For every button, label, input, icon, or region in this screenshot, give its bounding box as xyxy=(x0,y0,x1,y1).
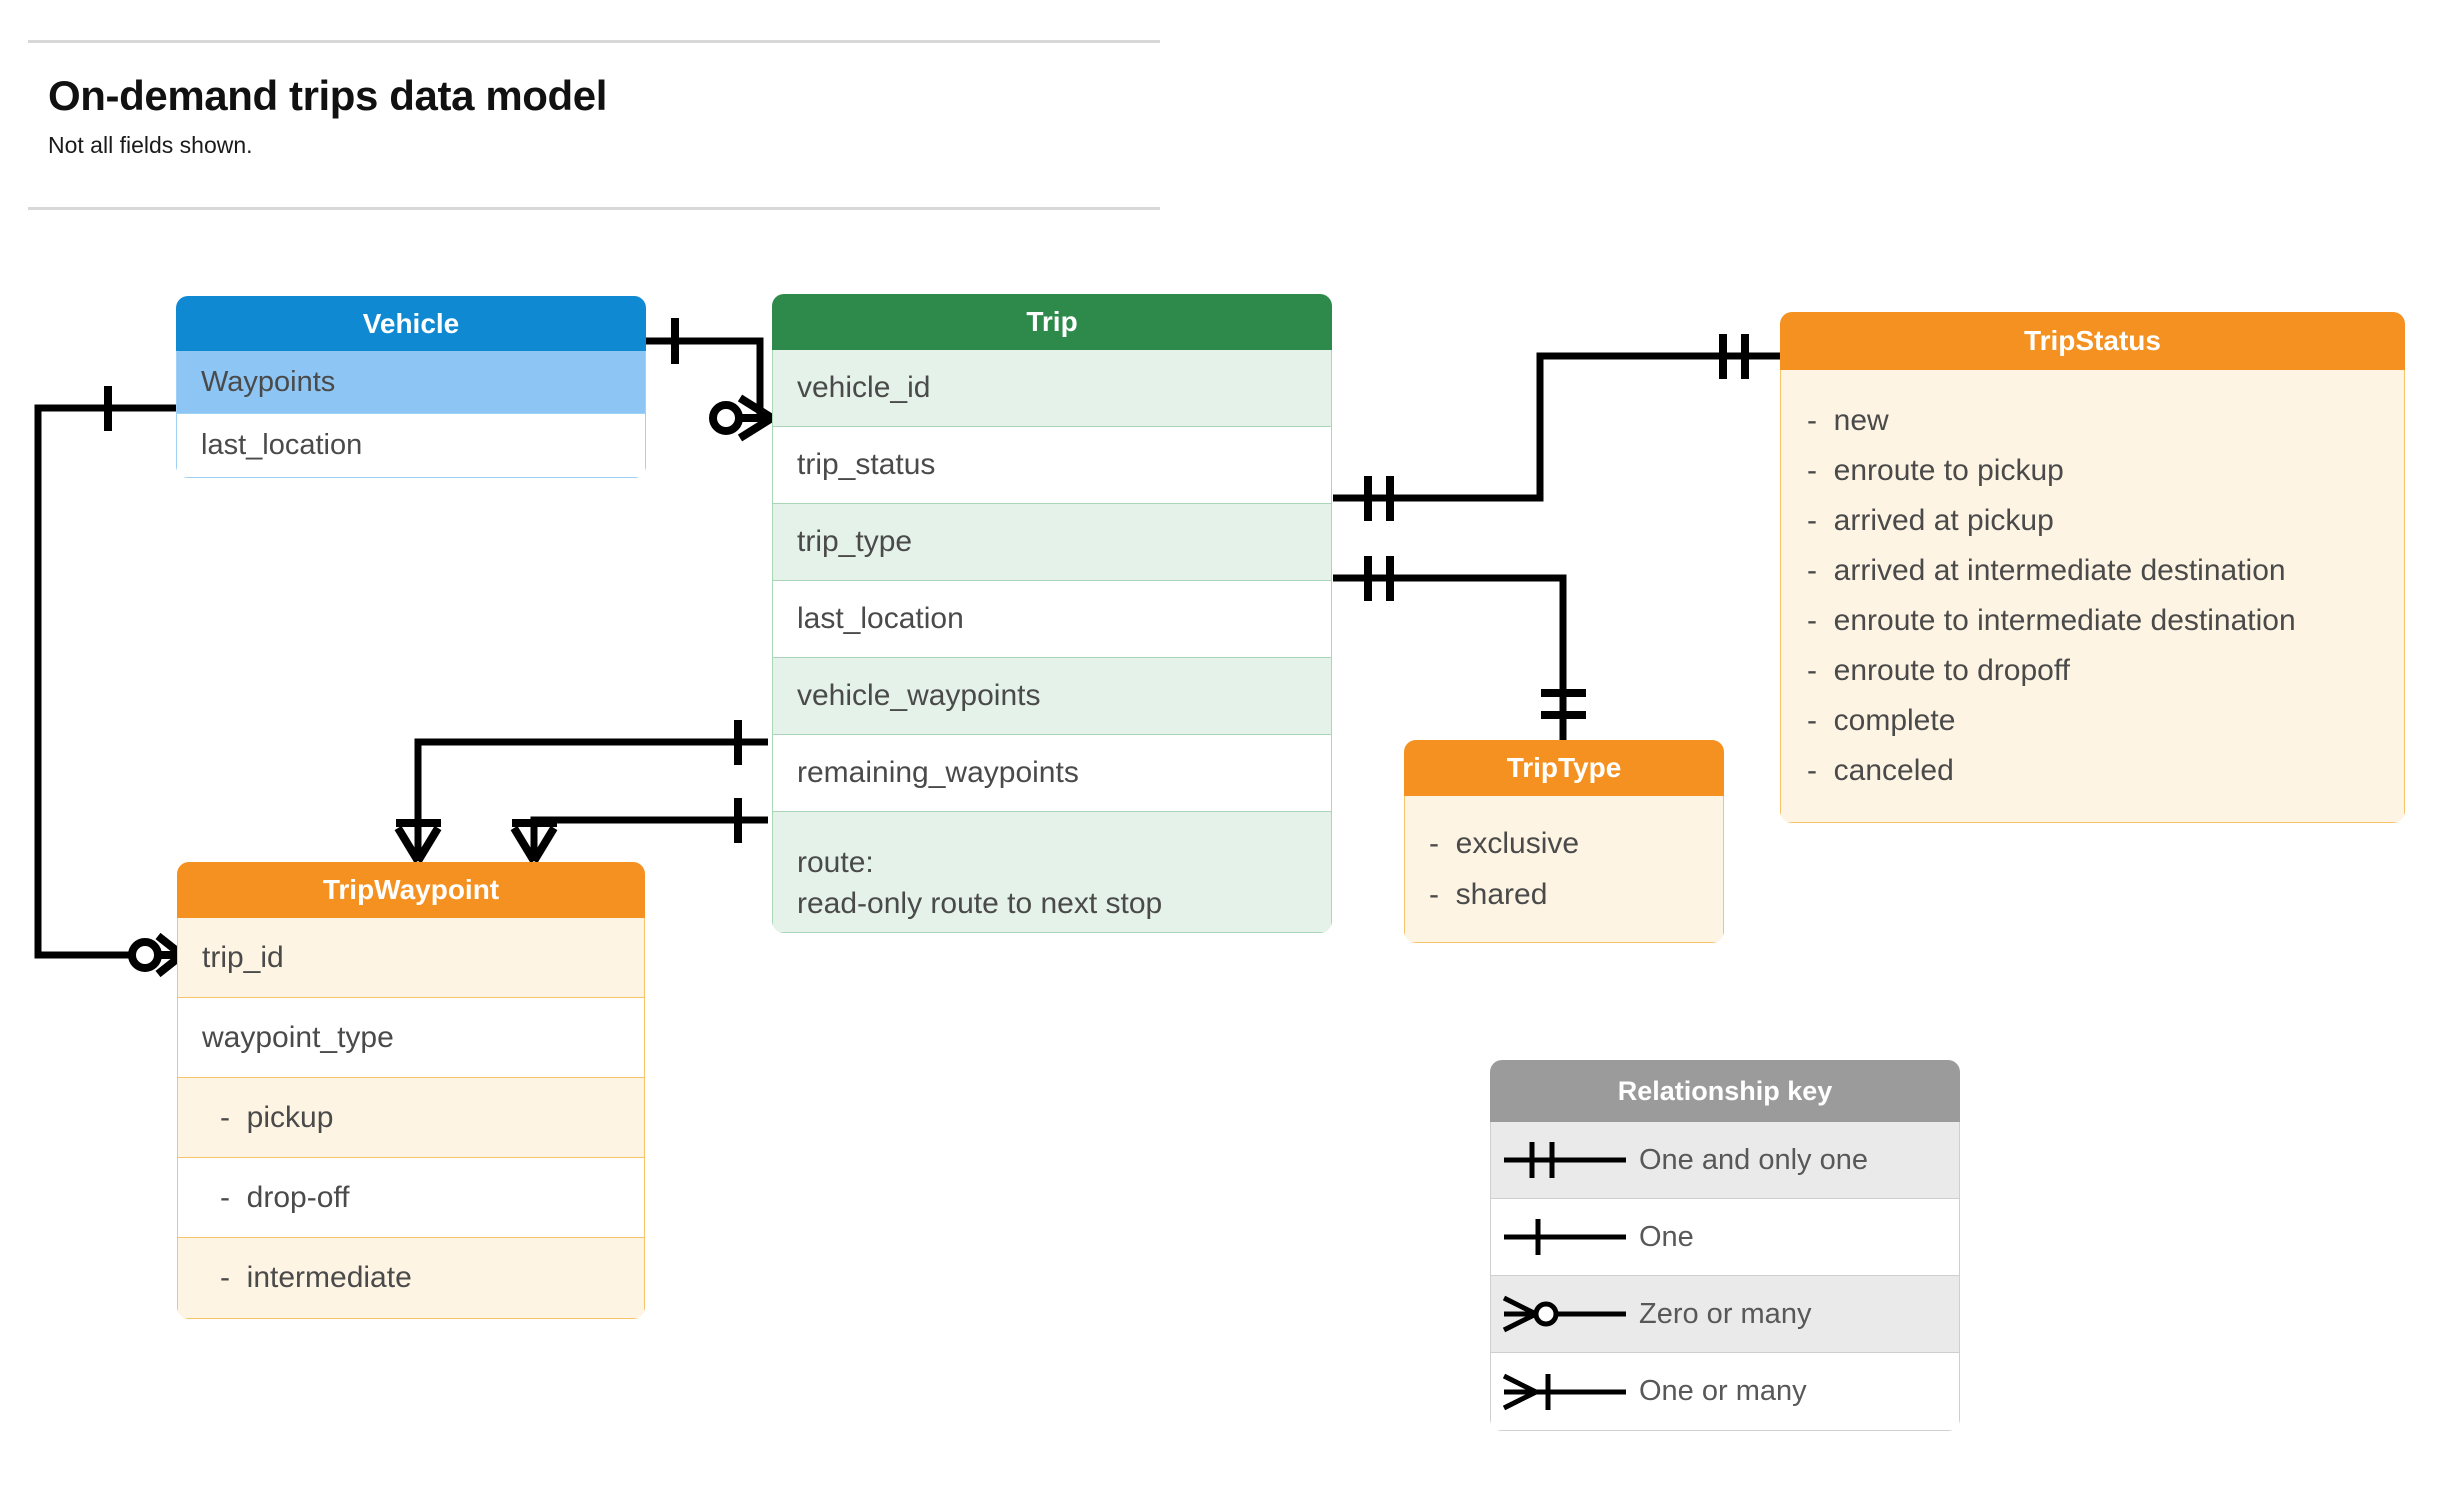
entity-trip-waypoint[interactable]: TripWaypoint trip_id waypoint_type - pic… xyxy=(177,862,645,1319)
field-row[interactable]: trip_type xyxy=(773,504,1331,581)
enum-value: - enroute to intermediate destination xyxy=(1807,604,2296,637)
header-rule-bottom xyxy=(28,207,1160,210)
entity-trip-title: Trip xyxy=(772,294,1332,350)
entity-trip-type-title: TripType xyxy=(1404,740,1724,796)
field-row[interactable]: - pickup xyxy=(178,1078,644,1158)
legend-label: One xyxy=(1639,1220,1694,1253)
field-row[interactable]: trip_id xyxy=(178,918,644,998)
zero-or-many-icon xyxy=(1491,1290,1639,1338)
entity-trip-type-values: - exclusive - shared xyxy=(1404,796,1724,943)
legend-item: One and only one xyxy=(1491,1122,1959,1199)
legend-label: One or many xyxy=(1639,1375,1807,1407)
field-row[interactable]: Waypoints xyxy=(177,351,645,414)
field-row[interactable]: last_location xyxy=(773,581,1331,658)
field-row[interactable]: trip_status xyxy=(773,427,1331,504)
entity-trip-waypoint-fields: trip_id waypoint_type - pickup - drop-of… xyxy=(177,918,645,1319)
field-row[interactable]: last_location xyxy=(177,414,645,477)
entity-trip-type[interactable]: TripType - exclusive - shared xyxy=(1404,740,1724,943)
field-row[interactable]: - drop-off xyxy=(178,1158,644,1238)
relationship-key-items: One and only one One xyxy=(1490,1122,1960,1431)
enum-value: - new xyxy=(1807,404,1889,437)
header-rule-top xyxy=(28,40,1160,43)
enum-value: - enroute to pickup xyxy=(1807,454,2064,487)
relationship-key-legend: Relationship key One and only one xyxy=(1490,1060,1960,1431)
field-row[interactable]: remaining_waypoints xyxy=(773,735,1331,812)
page-subtitle: Not all fields shown. xyxy=(48,132,253,158)
field-row[interactable]: vehicle_id xyxy=(773,350,1331,427)
legend-item: One or many xyxy=(1491,1353,1959,1430)
legend-item: One xyxy=(1491,1199,1959,1276)
field-row[interactable]: route: read-only route to next stop xyxy=(773,812,1331,932)
entity-trip[interactable]: Trip vehicle_id trip_status trip_type la… xyxy=(772,294,1332,933)
legend-label: One and only one xyxy=(1639,1143,1868,1176)
entity-trip-status-title: TripStatus xyxy=(1780,312,2405,370)
one-or-many-icon xyxy=(1491,1368,1639,1416)
enum-value: - shared xyxy=(1429,878,1548,911)
entity-trip-waypoint-title: TripWaypoint xyxy=(177,862,645,918)
enum-value: - canceled xyxy=(1807,754,1954,787)
legend-label: Zero or many xyxy=(1639,1297,1812,1330)
page-title: On-demand trips data model xyxy=(48,72,607,119)
enum-value: - arrived at pickup xyxy=(1807,504,2054,537)
field-row[interactable]: waypoint_type xyxy=(178,998,644,1078)
entity-trip-fields: vehicle_id trip_status trip_type last_lo… xyxy=(772,350,1332,933)
one-icon xyxy=(1491,1213,1639,1261)
enum-value: - enroute to dropoff xyxy=(1807,654,2070,687)
entity-vehicle-fields: Waypoints last_location xyxy=(176,351,646,478)
entity-vehicle-title: Vehicle xyxy=(176,296,646,351)
legend-item: Zero or many xyxy=(1491,1276,1959,1353)
one-and-only-one-icon xyxy=(1491,1136,1639,1184)
entity-vehicle[interactable]: Vehicle Waypoints last_location xyxy=(176,296,646,478)
enum-value: - exclusive xyxy=(1429,827,1580,860)
entity-trip-status[interactable]: TripStatus - new - enroute to pickup - a… xyxy=(1780,312,2405,823)
entity-trip-status-values: - new - enroute to pickup - arrived at p… xyxy=(1780,370,2405,823)
relationship-key-title: Relationship key xyxy=(1490,1060,1960,1122)
enum-value: - arrived at intermediate destination xyxy=(1807,554,2286,587)
field-row[interactable]: vehicle_waypoints xyxy=(773,658,1331,735)
field-row[interactable]: - intermediate xyxy=(178,1238,644,1318)
enum-value: - complete xyxy=(1807,704,1956,737)
